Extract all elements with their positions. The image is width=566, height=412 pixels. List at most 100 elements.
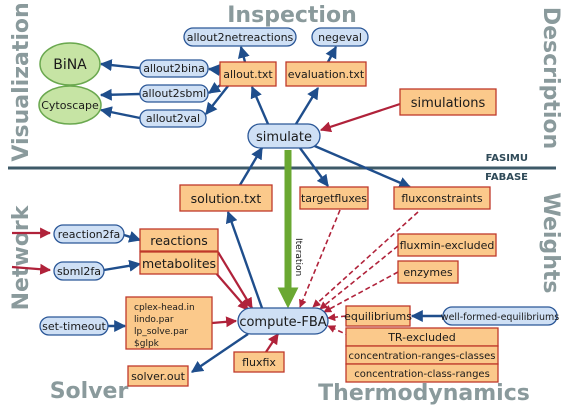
- tr-excluded-file[interactable]: TR-excluded: [345, 327, 499, 347]
- solver-param-line: lp_solve.par: [134, 327, 188, 337]
- bina-ellipse: [39, 42, 101, 86]
- enzymes-file-label: enzymes: [403, 266, 453, 279]
- sbml2fa-node[interactable]: sbml2fa: [53, 261, 105, 281]
- set-timeout-node[interactable]: set-timeout: [39, 316, 109, 336]
- allout2val-node[interactable]: allout2val: [139, 109, 207, 128]
- enzymes-file[interactable]: enzymes: [397, 260, 459, 284]
- allout-file-shape: [219, 61, 277, 87]
- edge-simulate-allout: [250, 85, 270, 125]
- compute-fba-node[interactable]: compute-FBA: [237, 307, 329, 335]
- allout-file[interactable]: allout.txt: [219, 61, 277, 87]
- targetfluxes-file[interactable]: targetfluxes: [299, 186, 369, 210]
- solver-out-file[interactable]: solver.out: [127, 365, 189, 387]
- edge-solution-simulate: [238, 146, 264, 186]
- equilibriums-file-shape: [345, 305, 411, 327]
- allout2val-shape: [139, 109, 207, 128]
- simulate-shape: [247, 123, 321, 149]
- allout2netreactions-shape: [183, 27, 297, 47]
- edge-targetfluxes-compute: [299, 209, 341, 308]
- fluxmin-excluded-file-shape: [397, 233, 497, 257]
- solver-params-file-shape: [125, 296, 213, 350]
- simulations-file[interactable]: simulations: [399, 88, 497, 116]
- well-formed-equilibriums-node[interactable]: well-formed-equilibriums: [441, 306, 559, 326]
- reactions-file-shape: [139, 228, 219, 252]
- edge-allout-netreactions: [237, 45, 250, 63]
- negeval-label: negeval: [318, 31, 362, 44]
- bina-node[interactable]: BiNA: [39, 42, 101, 86]
- evaluation-file[interactable]: evaluation.txt: [285, 61, 367, 87]
- edge-reactions-compute: [217, 251, 253, 309]
- allout2sbml-node[interactable]: allout2sbml: [139, 84, 209, 103]
- edge-simulate-evaluation: [294, 86, 320, 125]
- evaluation-file-shape: [285, 61, 367, 87]
- compute-fba-label: compute-FBA: [239, 315, 326, 330]
- metabolites-file[interactable]: metabolites: [139, 251, 219, 275]
- negeval-shape: [311, 27, 369, 47]
- solution-file-label: solution.txt: [191, 191, 262, 206]
- allout2bina-label: allout2bina: [143, 62, 205, 75]
- solver-param-line: $glpk: [134, 339, 160, 349]
- concentration-class-ranges-file[interactable]: concentration-class-ranges: [345, 363, 499, 383]
- concentration-ranges-classes-file-label: concentration-ranges-classes: [349, 351, 496, 362]
- edge-simulations-simulate: [319, 102, 401, 133]
- cytoscape-ellipse: [38, 85, 102, 125]
- reactions-file[interactable]: reactions: [139, 228, 219, 252]
- cytoscape-node[interactable]: Cytoscape: [38, 85, 102, 125]
- edge-in-sbml2fa: [11, 263, 52, 275]
- section-solver: Solver: [50, 379, 129, 404]
- edge-allout-allout2bina: [207, 64, 221, 76]
- fluxconstraints-file[interactable]: fluxconstraints: [393, 186, 491, 210]
- solution-file[interactable]: solution.txt: [179, 184, 273, 212]
- bina-label: BiNA: [53, 57, 87, 73]
- simulate-node[interactable]: simulate: [247, 123, 321, 149]
- label-fasimu: FASIMU: [486, 153, 528, 164]
- edge-fluxmin-compute: [319, 245, 399, 310]
- edge-simulate-targetfluxes: [299, 147, 329, 187]
- edge-fluxconstraints-compute: [312, 211, 419, 308]
- edge-compute-solution: [225, 210, 264, 309]
- targetfluxes-file-label: targetfluxes: [301, 192, 367, 205]
- simulations-file-shape: [399, 88, 497, 116]
- reaction2fa-label: reaction2fa: [58, 228, 121, 241]
- equilibriums-file[interactable]: equilibriums: [344, 305, 412, 327]
- concentration-ranges-classes-file[interactable]: concentration-ranges-classes: [345, 345, 499, 365]
- evaluation-file-label: evaluation.txt: [288, 68, 365, 81]
- concentration-class-ranges-file-label: concentration-class-ranges: [354, 369, 490, 380]
- edge-sbml2fa-metabolites: [103, 259, 142, 272]
- solver-out-file-label: solver.out: [131, 370, 186, 383]
- fluxmin-excluded-file-label: fluxmin-excluded: [400, 239, 495, 252]
- allout2bina-node[interactable]: allout2bina: [139, 59, 209, 78]
- allout2netreactions-node[interactable]: allout2netreactions: [183, 27, 297, 47]
- set-timeout-shape: [39, 316, 109, 336]
- solution-file-shape: [179, 184, 273, 212]
- allout2netreactions-label: allout2netreactions: [187, 31, 294, 44]
- edge-reaction2fa-reactions: [123, 231, 142, 243]
- reaction2fa-node[interactable]: reaction2fa: [53, 224, 125, 244]
- iteration-label: Iteration: [293, 238, 303, 276]
- well-formed-equilibriums-shape: [442, 306, 558, 326]
- cytoscape-label: Cytoscape: [41, 99, 99, 112]
- simulations-file-label: simulations: [411, 96, 486, 111]
- edge-fluxfix-compute: [265, 333, 279, 353]
- fluxfix-file-label: fluxfix: [242, 356, 276, 369]
- negeval-node[interactable]: negeval: [311, 27, 369, 47]
- section-visualization: Visualization: [9, 2, 34, 161]
- allout2bina-shape: [139, 59, 209, 78]
- fluxfix-file[interactable]: fluxfix: [233, 351, 285, 373]
- edge-allout2bina-bina: [99, 59, 141, 72]
- edge-allout2val-cytoscape: [99, 106, 141, 120]
- section-weights: Weights: [538, 193, 563, 294]
- simulate-label: simulate: [256, 130, 312, 145]
- fluxconstraints-file-shape: [393, 186, 491, 210]
- edge-enzymes-compute: [323, 271, 399, 313]
- edge-params-compute: [211, 316, 238, 328]
- allout-file-label: allout.txt: [223, 68, 273, 81]
- sbml2fa-shape: [53, 261, 105, 281]
- edge-simulate-fluxconstraints: [309, 142, 412, 189]
- fluxmin-excluded-file[interactable]: fluxmin-excluded: [397, 233, 497, 257]
- solver-params-file[interactable]: cplex-head.in lindo.par lp_solve.par $gl…: [125, 296, 213, 350]
- reactions-file-label: reactions: [150, 233, 208, 248]
- edge-evaluation-negeval: [325, 45, 338, 63]
- section-network: Network: [9, 204, 34, 310]
